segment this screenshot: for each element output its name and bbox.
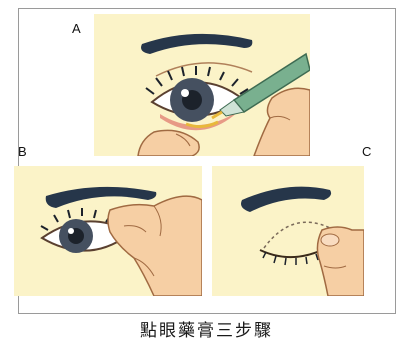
panel-a-label: A: [72, 22, 81, 35]
panel-a-illustration: [94, 14, 310, 156]
panel-c: [212, 166, 364, 296]
panel-a: [94, 14, 310, 156]
panel-b-label: B: [18, 145, 27, 158]
panel-c-illustration: [212, 166, 364, 296]
panel-c-label: C: [362, 145, 371, 158]
panel-b-illustration: [14, 166, 202, 296]
panel-b: [14, 166, 202, 296]
caption: 點眼藥膏三步驟: [140, 316, 273, 341]
